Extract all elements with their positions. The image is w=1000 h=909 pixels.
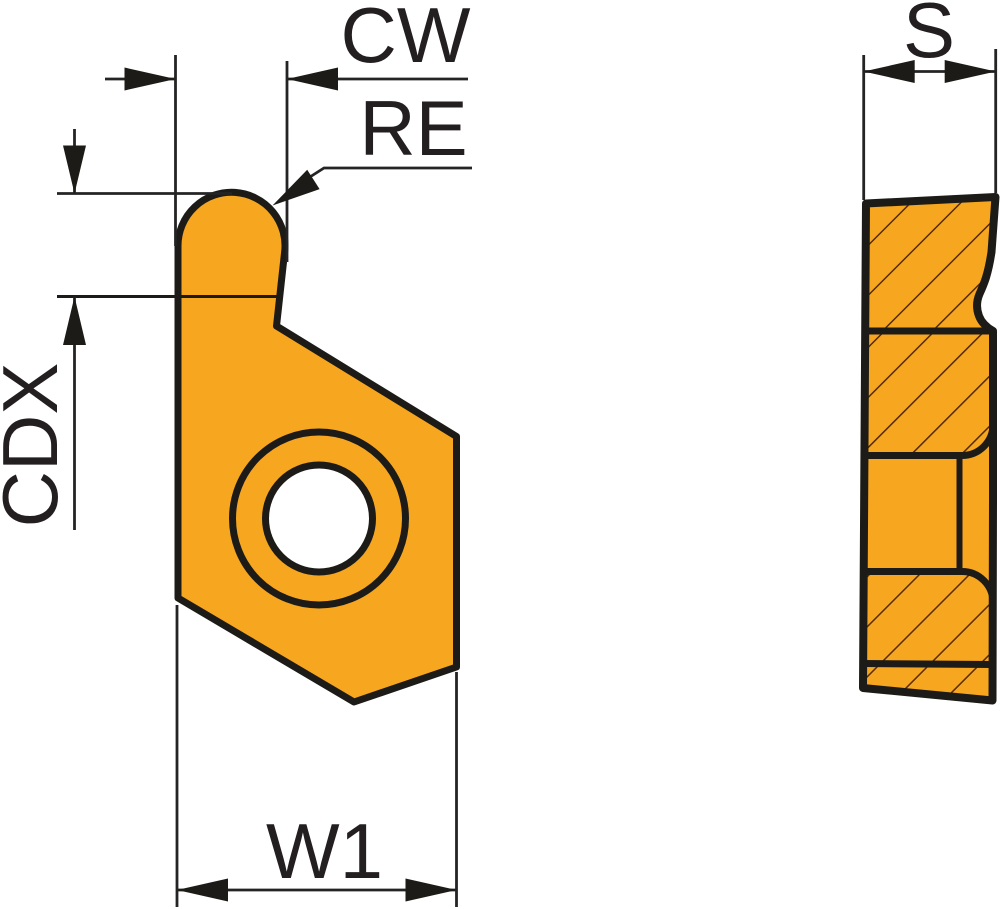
svg-text:CDX: CDX: [0, 363, 74, 528]
svg-text:RE: RE: [359, 84, 467, 172]
svg-text:W1: W1: [266, 807, 383, 895]
svg-text:S: S: [903, 0, 955, 74]
svg-text:CW: CW: [341, 0, 471, 79]
